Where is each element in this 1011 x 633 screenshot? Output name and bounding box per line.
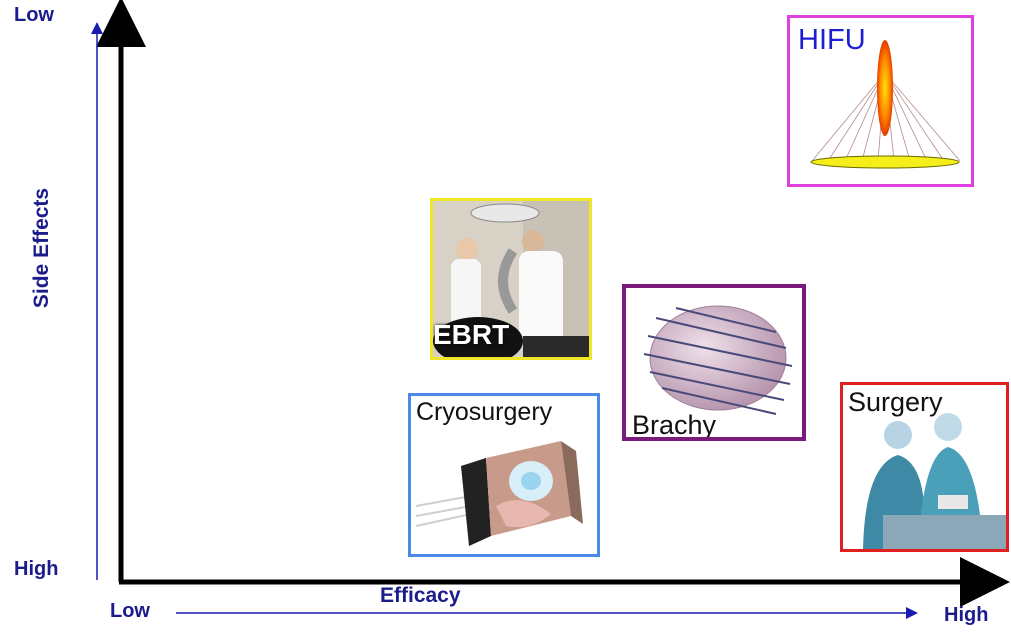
x-axis-high-label: High — [944, 604, 988, 627]
cryosurgery-box: Cryosurgery — [408, 393, 600, 557]
y-axis-title: Side Effects — [30, 178, 54, 318]
surgery-box: Surgery — [840, 382, 1009, 552]
ebrt-label: EBRT — [433, 319, 509, 351]
hifu-box: HIFU — [787, 15, 974, 187]
y-axis-low-label: Low — [14, 4, 54, 27]
brachy-box: Brachy — [622, 284, 806, 441]
brachy-label: Brachy — [632, 410, 716, 441]
cryosurgery-label: Cryosurgery — [416, 398, 552, 427]
surgery-label: Surgery — [848, 387, 943, 418]
x-axis-low-label: Low — [110, 600, 150, 623]
ebrt-box: EBRT — [430, 198, 592, 360]
x-axis-title: Efficacy — [380, 584, 461, 608]
hifu-label: HIFU — [798, 24, 866, 57]
y-axis-high-label: High — [14, 558, 58, 581]
